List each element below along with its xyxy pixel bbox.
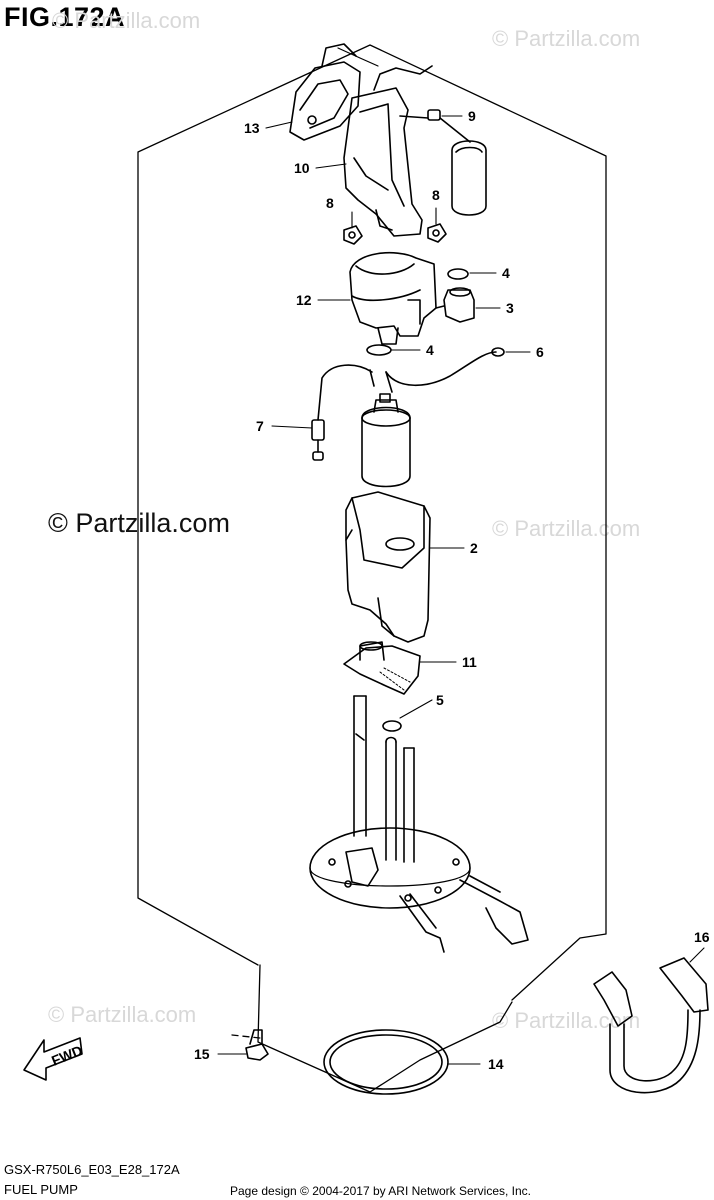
- part-10-pump-bracket: [343, 65, 433, 237]
- watermark: © Partzilla.com: [492, 516, 641, 541]
- part-label-8-left: 8: [326, 195, 334, 211]
- part-7-lead-wire: [311, 364, 375, 461]
- part-label-3: 3: [506, 300, 514, 316]
- part-13-connector-bracket: [289, 43, 379, 141]
- part-label-9: 9: [468, 108, 476, 124]
- part-label-10: 10: [294, 160, 310, 176]
- part-8-bolt-left: [343, 225, 363, 245]
- part-11-fuel-filter: [343, 641, 421, 695]
- part-6-lead-wire: [385, 347, 505, 393]
- part-label-2: 2: [470, 540, 478, 556]
- assembly-outline: [137, 44, 607, 1093]
- assembly-outline-dash: [231, 1034, 261, 1039]
- figure-title: FIG.172A: [4, 2, 126, 32]
- part-3-pressure-regulator: [435, 287, 475, 323]
- part-label-16: 16: [694, 929, 710, 945]
- part-label-8-right: 8: [432, 187, 440, 203]
- fuel-level-float: [451, 140, 487, 216]
- watermark: © Partzilla.com: [48, 1002, 197, 1027]
- part-8-bolt-right: [427, 223, 447, 243]
- footer-credit: Page design © 2004-2017 by ARI Network S…: [230, 1184, 532, 1198]
- leader-5: [399, 699, 433, 719]
- part-5-o-ring: [382, 720, 402, 732]
- part-label-6: 6: [536, 344, 544, 360]
- part-16-fuel-hose: [593, 957, 709, 1094]
- part-15-screw: [245, 1029, 269, 1061]
- footer-figure-name: FUEL PUMP: [4, 1182, 78, 1197]
- part-label-13: 13: [244, 120, 260, 136]
- part-label-12: 12: [296, 292, 312, 308]
- watermark: © Partzilla.com: [492, 26, 641, 51]
- part-label-5: 5: [436, 692, 444, 708]
- watermark: © Partzilla.com: [52, 8, 201, 33]
- fuel-pump-motor: [361, 393, 411, 488]
- part-4-o-ring-lower: [366, 344, 392, 356]
- part-9-clip: [399, 109, 471, 143]
- part-label-7: 7: [256, 418, 264, 434]
- part-label-15: 15: [194, 1046, 210, 1062]
- part-4-o-ring-upper: [447, 268, 469, 280]
- part-label-4-lower: 4: [426, 342, 434, 358]
- fuel-pump-base-plate: [309, 695, 529, 953]
- part-label-11: 11: [462, 654, 477, 670]
- leader-10: [315, 163, 347, 169]
- footer-model-code: GSX-R750L6_E03_E28_172A: [4, 1162, 180, 1177]
- part-2-pump-holder: [345, 491, 431, 643]
- part-label-4-upper: 4: [502, 265, 510, 281]
- part-12-regulator-housing: [349, 252, 437, 345]
- leader-13: [265, 121, 293, 129]
- watermark: © Partzilla.com: [48, 508, 230, 538]
- leader-7: [271, 425, 313, 429]
- part-label-14: 14: [488, 1056, 504, 1072]
- fwd-arrow-icon: [23, 1037, 83, 1081]
- fwd-label: FWD: [49, 1042, 85, 1069]
- part-14-gasket: [323, 1029, 449, 1095]
- leader-16: [689, 947, 705, 963]
